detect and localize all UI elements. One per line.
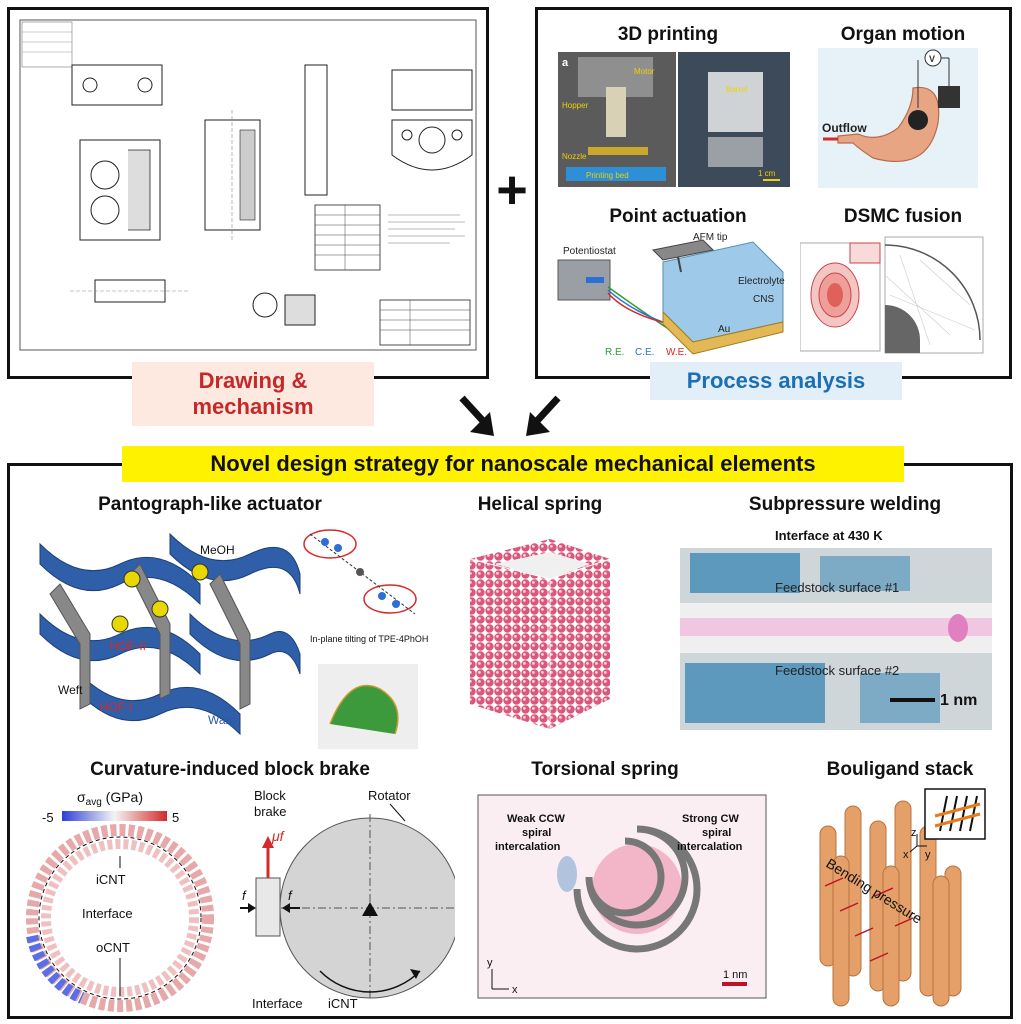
svg-text:CNS: CNS — [753, 294, 774, 305]
process-analysis-label: Process analysis — [650, 362, 902, 400]
svg-text:AFM tip: AFM tip — [693, 232, 728, 243]
svg-text:f: f — [242, 888, 247, 903]
svg-text:1 nm: 1 nm — [940, 692, 977, 709]
organ-title: Organ motion — [840, 24, 966, 45]
printing-title: 3D printing — [617, 24, 719, 45]
design-strategy-panel: Pantograph-like actuator MeOH HOF-II HOF… — [7, 463, 1013, 1019]
svg-text:-5: -5 — [42, 810, 54, 825]
svg-text:Potentiostat: Potentiostat — [563, 246, 616, 257]
svg-text:Nozzle: Nozzle — [562, 152, 587, 161]
svg-text:In-plane tilting of TPE-4PhOH: In-plane tilting of TPE-4PhOH molecule — [310, 634, 430, 644]
drawing-mechanism-label: Drawing & mechanism — [132, 362, 374, 426]
svg-text:σavg (GPa): σavg (GPa) — [77, 789, 143, 808]
bouligand-stack-diagram: z x y Bending pressure — [819, 788, 986, 1007]
svg-text:Warp: Warp — [208, 713, 237, 727]
welding-title: Subpressure welding — [748, 494, 942, 515]
svg-text:C.E.: C.E. — [635, 347, 654, 357]
svg-text:Printing bed: Printing bed — [586, 171, 629, 180]
svg-text:Block: Block — [254, 788, 286, 803]
plus-sign: + — [496, 160, 528, 220]
svg-text:spiral: spiral — [522, 827, 551, 839]
helical-title: Helical spring — [477, 494, 603, 515]
svg-text:intercalation: intercalation — [677, 841, 743, 853]
pantograph-title: Pantograph-like actuator — [98, 494, 322, 515]
svg-text:a: a — [562, 57, 569, 69]
torsional-spring-simulation: Weak CCW spiral intercalation Strong CW … — [477, 794, 767, 999]
svg-text:Outflow: Outflow — [822, 121, 867, 135]
svg-text:Au: Au — [718, 324, 730, 335]
svg-text:5: 5 — [172, 810, 179, 825]
dsmc-diagram — [800, 236, 984, 354]
dsmc-title: DSMC fusion — [843, 206, 963, 227]
drawing-panel: Drawing & mechanism — [7, 7, 489, 426]
svg-text:1 cm: 1 cm — [758, 169, 776, 178]
svg-text:intercalation: intercalation — [495, 841, 561, 853]
svg-text:z: z — [911, 827, 917, 839]
down-arrows — [459, 395, 561, 436]
svg-text:Weak CCW: Weak CCW — [507, 813, 565, 825]
svg-text:x: x — [512, 984, 518, 996]
svg-text:HOF-I: HOF-I — [100, 700, 133, 714]
organ-image: V Outflow — [818, 48, 978, 188]
welding-simulation: Feedstock surface #1 Feedstock surface #… — [680, 548, 992, 730]
svg-text:x: x — [903, 849, 909, 861]
svg-text:Electrolyte: Electrolyte — [738, 276, 785, 287]
technical-drawing — [19, 19, 477, 351]
svg-text:Feedstock surface #2: Feedstock surface #2 — [775, 663, 899, 678]
svg-text:Interface: Interface — [82, 906, 133, 921]
svg-text:V: V — [929, 54, 935, 64]
pantograph-diagram: MeOH HOF-II HOF-I Weft Warp In-plane til… — [39, 529, 430, 749]
bouligand-title: Bouligand stack — [826, 759, 974, 780]
svg-text:Barrel: Barrel — [726, 85, 748, 94]
svg-text:1 nm: 1 nm — [723, 969, 747, 981]
svg-text:y: y — [925, 849, 931, 861]
svg-text:Weft: Weft — [58, 683, 83, 697]
svg-text:Feedstock surface #1: Feedstock surface #1 — [775, 580, 899, 595]
printing-photo: a Hopper Motor Nozzle Printing bed Barre… — [558, 52, 790, 187]
svg-text:oCNT: oCNT — [96, 940, 130, 955]
svg-text:brake: brake — [254, 804, 287, 819]
torsional-title: Torsional spring — [531, 759, 679, 780]
helical-spring-image — [469, 539, 611, 729]
svg-text:MeOH: MeOH — [200, 543, 235, 557]
interface-label: Interface at 430 K — [775, 528, 883, 543]
cnt-ring-diagram: σavg (GPa) -5 5 iCNT Interface oCNT — [26, 789, 214, 1012]
svg-text:R.E.: R.E. — [605, 347, 624, 357]
svg-text:HOF-II: HOF-II — [110, 639, 146, 653]
svg-text:f: f — [288, 888, 293, 903]
svg-text:iCNT: iCNT — [328, 996, 358, 1011]
svg-text:spiral: spiral — [702, 827, 731, 839]
svg-text:Rotator: Rotator — [368, 788, 411, 803]
brake-title: Curvature-induced block brake — [90, 759, 370, 780]
svg-text:Motor: Motor — [634, 67, 655, 76]
block-brake-diagram: Block brake Rotator μf f f Interface iCN… — [240, 788, 455, 1011]
svg-text:iCNT: iCNT — [96, 872, 126, 887]
svg-text:Interface: Interface — [252, 996, 303, 1011]
svg-text:Strong CW: Strong CW — [682, 813, 739, 825]
process-analysis-panel: 3D printing a Hopper Motor Nozzle Printi… — [535, 7, 1012, 400]
svg-text:y: y — [487, 957, 493, 969]
point-actuation-title: Point actuation — [609, 206, 747, 227]
point-actuation-diagram: Potentiostat AFM tip Electrolyte CNS Au … — [557, 232, 785, 357]
arrow-left-icon — [459, 395, 494, 436]
svg-text:μf: μf — [271, 828, 286, 844]
svg-text:W.E.: W.E. — [666, 347, 687, 357]
svg-text:Hopper: Hopper — [562, 101, 589, 110]
design-strategy-banner: Novel design strategy for nanoscale mech… — [122, 446, 904, 482]
arrow-right-icon — [526, 395, 561, 436]
